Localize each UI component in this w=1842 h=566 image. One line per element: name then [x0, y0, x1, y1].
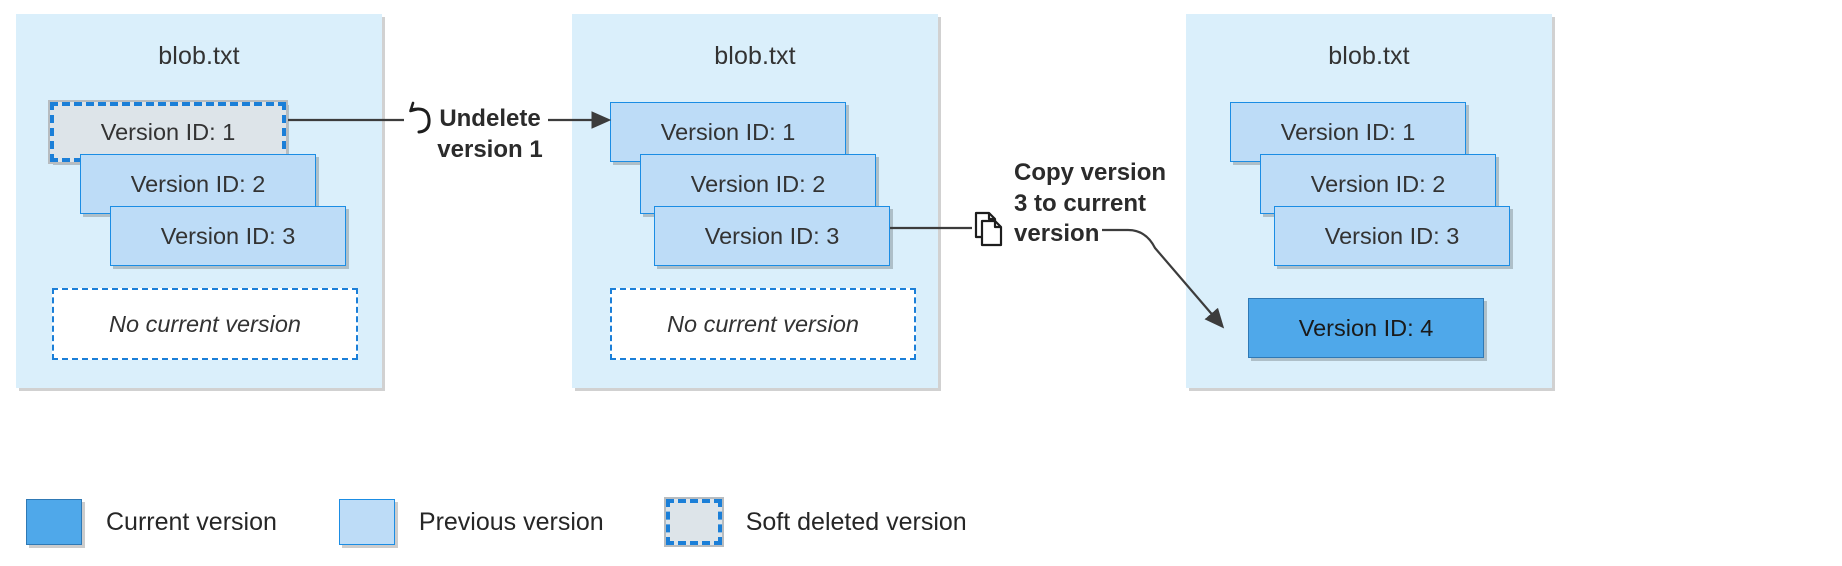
annotation-undelete: Undelete version 1	[430, 104, 550, 165]
copy-pages-icon	[972, 210, 1006, 248]
current-version-swatch	[26, 499, 82, 545]
legend: Current version Previous version Soft de…	[26, 497, 967, 547]
version-chip-label: Version ID: 1	[100, 118, 236, 145]
no-current-version-label: No current version	[109, 310, 301, 337]
blob-panel-3: blob.txt Version ID: 1 Version ID: 2 Ver…	[1186, 14, 1552, 388]
version-chip-previous[interactable]: Version ID: 2	[80, 154, 316, 214]
version-chip-label: Version ID: 1	[660, 118, 796, 145]
legend-label: Current version	[106, 507, 277, 536]
blob-panel-2: blob.txt Version ID: 1 Version ID: 2 Ver…	[572, 14, 938, 388]
panel-title: blob.txt	[714, 42, 796, 70]
version-chip-current[interactable]: Version ID: 4	[1248, 298, 1484, 358]
version-chip-previous[interactable]: Version ID: 1	[1230, 102, 1466, 162]
annotation-line-1: Undelete	[439, 105, 541, 132]
annotation-line-3: version	[1014, 220, 1100, 248]
legend-item-soft-deleted-version: Soft deleted version	[663, 497, 967, 547]
annotation-line-2: 3 to current	[1014, 189, 1147, 217]
version-chip-previous[interactable]: Version ID: 3	[1274, 206, 1510, 266]
version-chip-previous[interactable]: Version ID: 2	[1260, 154, 1496, 214]
annotation-copy: Copy version 3 to current version	[1014, 158, 1174, 250]
legend-item-previous-version: Previous version	[338, 499, 604, 545]
version-chip-label: Version ID: 1	[1280, 118, 1416, 145]
version-chip-previous[interactable]: Version ID: 3	[654, 206, 890, 266]
no-current-version-label: No current version	[667, 310, 859, 337]
soft-deleted-version-swatch	[663, 497, 724, 547]
previous-version-swatch	[338, 499, 395, 545]
legend-label: Soft deleted version	[745, 507, 967, 536]
version-chip-label: Version ID: 2	[690, 170, 826, 197]
version-chip-previous[interactable]: Version ID: 3	[110, 206, 346, 266]
version-chip-label: Version ID: 3	[160, 222, 296, 249]
version-chip-previous[interactable]: Version ID: 2	[640, 154, 876, 214]
legend-item-current-version: Current version	[26, 499, 277, 545]
version-chip-soft-deleted[interactable]: Version ID: 1	[48, 100, 288, 164]
version-chip-label: Version ID: 2	[130, 170, 266, 197]
no-current-version-placeholder: No current version	[52, 288, 358, 360]
blob-panel-1: blob.txt Version ID: 1 Version ID: 2 Ver…	[16, 14, 382, 388]
undo-arrow-icon	[404, 98, 438, 140]
version-chip-label: Version ID: 4	[1298, 314, 1434, 341]
version-chip-previous[interactable]: Version ID: 1	[610, 102, 846, 162]
version-chip-label: Version ID: 3	[704, 222, 840, 249]
legend-label: Previous version	[418, 507, 604, 536]
annotation-line-1: Copy version	[1014, 159, 1167, 186]
annotation-line-2: version 1	[437, 135, 543, 163]
version-chip-label: Version ID: 3	[1324, 222, 1460, 249]
panel-title: blob.txt	[158, 42, 240, 70]
no-current-version-placeholder: No current version	[610, 288, 916, 360]
panel-title: blob.txt	[1328, 42, 1410, 70]
version-chip-label: Version ID: 2	[1310, 170, 1446, 197]
